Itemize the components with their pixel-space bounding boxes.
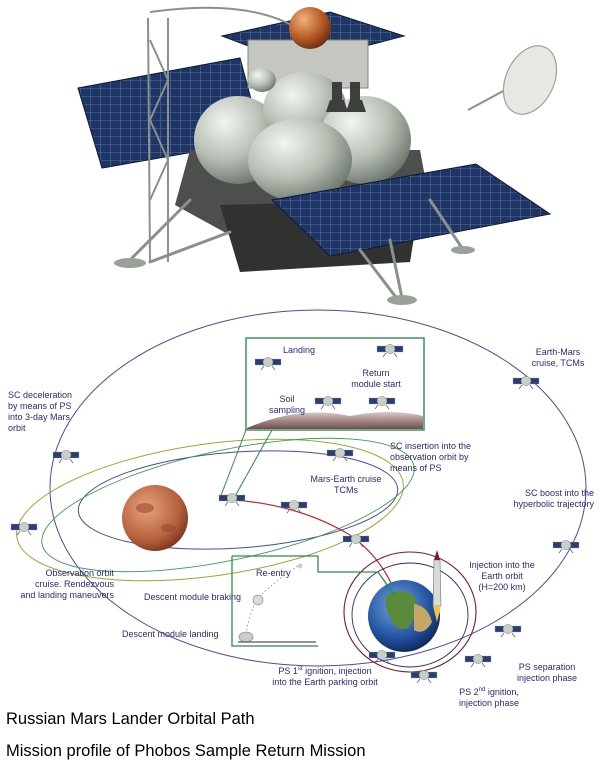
mission-diagram <box>10 309 587 684</box>
label-ps-separation: PS separation injection phase <box>516 662 578 683</box>
label-ps-second-ignition: PS 2nd ignition,injection phase <box>458 687 520 708</box>
antenna-dish-icon <box>467 45 558 115</box>
label-sc-insertion: SC insertion into the observation orbit … <box>390 441 472 473</box>
earth-planet-icon <box>368 580 440 652</box>
caption-subtitle: Mission profile of Phobos Sample Return … <box>6 742 366 760</box>
mars-orbit-olive <box>16 438 404 582</box>
label-observation-orbit: Observation orbit cruise. Rendezvous and… <box>20 568 114 600</box>
solar-panel-icon <box>270 163 552 257</box>
label-return-module-start: Return module start <box>351 368 401 389</box>
mars-planet-icon <box>122 485 188 551</box>
return-trajectory <box>233 499 393 586</box>
caption-title: Russian Mars Lander Orbital Path <box>6 710 255 728</box>
label-soil-sampling: Soil sampling <box>268 394 306 415</box>
label-descent-braking: Descent module braking <box>144 592 242 602</box>
label-sc-boost: SC boost into the hyperbolic trajectory <box>513 488 594 509</box>
lander-illustration <box>77 6 558 305</box>
label-injection-earth-orbit: Injection into the Earth orbit (H=200 km… <box>469 560 535 592</box>
label-landing: Landing <box>283 345 316 355</box>
rocket-icon <box>432 550 442 622</box>
return-capsule-icon <box>289 7 331 49</box>
label-sc-deceleration: SC deceleration by means of PS into 3-da… <box>8 390 73 433</box>
earth-orbit-2 <box>351 562 469 668</box>
mars-orbit-blue <box>77 450 399 550</box>
label-mars-earth-cruise: Mars-Earth cruise TCMs <box>310 474 382 495</box>
label-earth-mars-cruise: Earth-Mars cruise, TCMs <box>531 347 585 368</box>
earth-orbit-1 <box>343 551 477 673</box>
transfer-orbit-ellipse <box>49 309 587 667</box>
label-re-entry: Re-entry <box>256 568 291 578</box>
label-descent-landing: Descent module landing <box>122 629 219 639</box>
mars-orbit-green <box>41 437 415 573</box>
descent-inset <box>231 555 396 647</box>
